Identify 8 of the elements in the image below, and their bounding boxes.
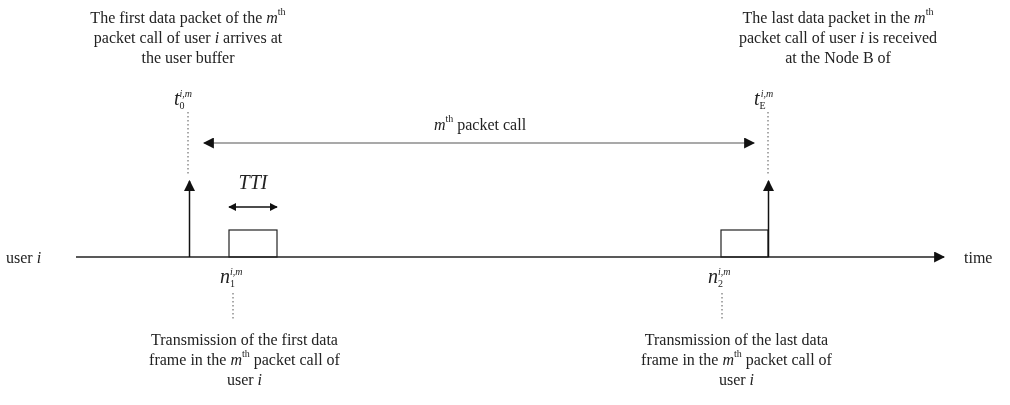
dimension-label: TTI	[237, 172, 269, 192]
annotation-text: Transmission of the first data frame in the m$^{th}$ packet call of user i	[148, 330, 341, 390]
annotation-text: Transmission of the last data frame in the m$^{th}$ packet call of user i	[640, 330, 833, 390]
axis-label: user i	[6, 248, 42, 268]
annotation-text: The last data packet in the m$^{th}$ packet call of user i is received at the Node B of	[738, 8, 938, 68]
axis-label: time	[964, 248, 993, 268]
annotation-text: The first data packet of the m$^{th}$ packet call of user i arrives at the user buffer	[89, 8, 287, 68]
dimension-label: m$^{th}$ packet call	[432, 115, 528, 135]
